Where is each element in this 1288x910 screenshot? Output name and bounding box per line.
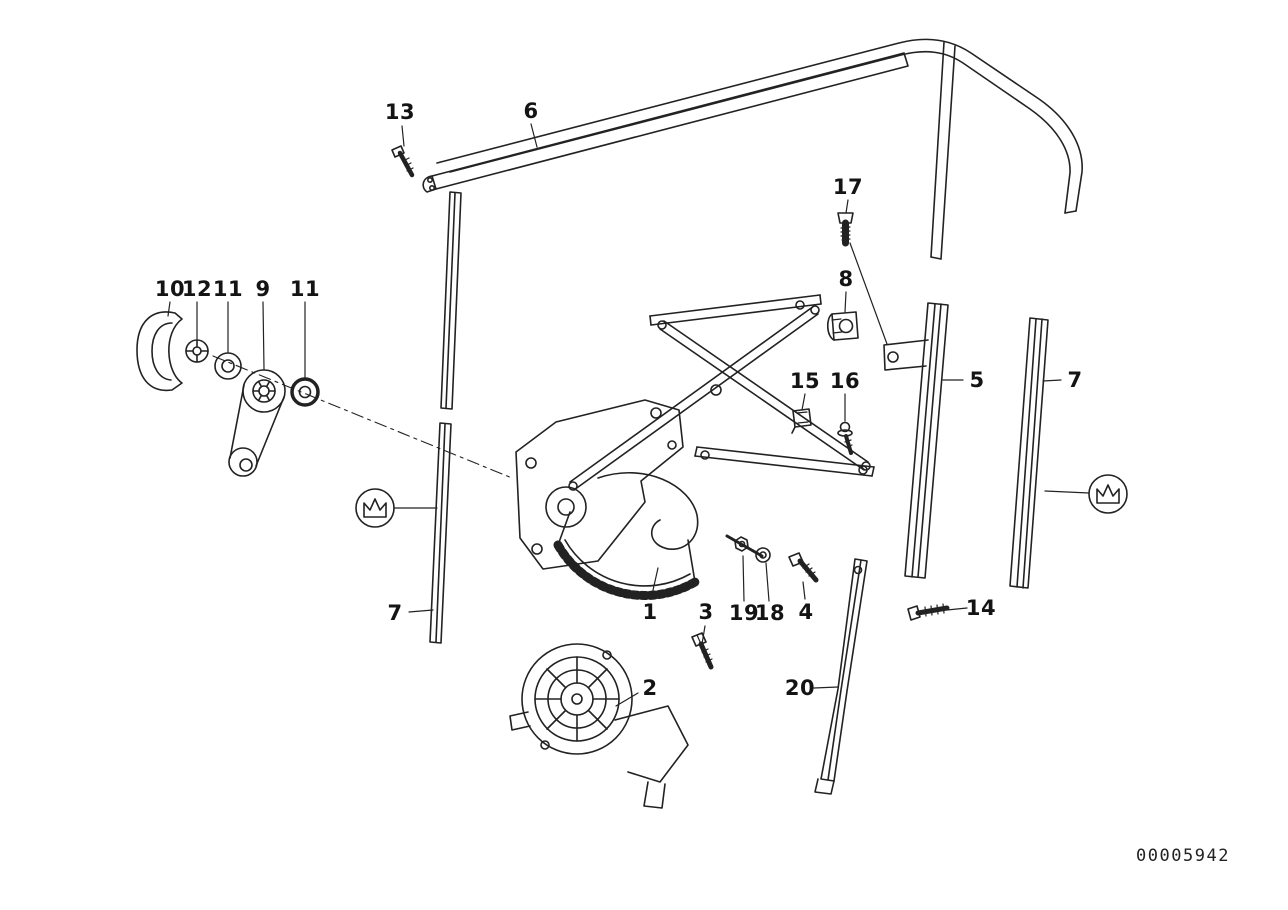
part-label-6: 6 xyxy=(523,99,539,123)
sector-gear xyxy=(553,472,700,600)
part-label-2: 2 xyxy=(642,676,658,700)
bolt-4 xyxy=(788,552,819,583)
window-regulator-mechanism xyxy=(515,294,875,570)
part-label-11-b: 11 xyxy=(289,277,321,301)
screw-17 xyxy=(837,212,854,247)
part-label-11-a: 11 xyxy=(212,277,244,301)
part-label-18: 18 xyxy=(754,601,786,625)
part-label-16: 16 xyxy=(829,369,861,393)
bracket-rail-20 xyxy=(814,558,868,795)
guide-channel-5 xyxy=(883,302,949,579)
part-label-17: 17 xyxy=(832,175,864,199)
glass-channel-left-upper xyxy=(440,191,462,410)
part-label-10: 10 xyxy=(154,277,186,301)
clip-nut-8 xyxy=(826,311,859,341)
stud-with-nut-19-washer-18 xyxy=(725,534,771,563)
part-label-20: 20 xyxy=(784,676,816,700)
part-label-8: 8 xyxy=(838,267,854,291)
drawing-number: 00005942 xyxy=(1136,846,1230,866)
part-label-14: 14 xyxy=(965,596,997,620)
screw-13 xyxy=(391,145,415,178)
screw-16 xyxy=(837,421,853,455)
crank-handle xyxy=(228,369,286,477)
part-label-15: 15 xyxy=(789,369,821,393)
part-label-5: 5 xyxy=(969,368,985,392)
part-label-13: 13 xyxy=(384,100,416,124)
clip-15 xyxy=(791,408,812,434)
bolt-14 xyxy=(907,603,950,621)
brand-crown-logo-right-icon xyxy=(1088,474,1128,514)
part-label-4: 4 xyxy=(798,600,814,624)
leader-lines xyxy=(167,123,1090,707)
washer-11-a xyxy=(214,352,242,380)
splined-washer-12 xyxy=(185,339,209,363)
window-motor xyxy=(509,643,689,809)
glass-channel-left-lower xyxy=(429,422,452,644)
assembly-centerline xyxy=(212,355,513,479)
part-label-3: 3 xyxy=(698,600,714,624)
part-label-7-right: 7 xyxy=(1067,368,1083,392)
window-frame xyxy=(436,38,1083,260)
escutcheon xyxy=(136,311,183,392)
part-label-19: 19 xyxy=(728,601,760,625)
part-label-12: 12 xyxy=(181,277,213,301)
window-guide-rail-6 xyxy=(422,52,909,193)
part-label-9: 9 xyxy=(255,277,271,301)
brand-crown-logo-left-icon xyxy=(355,488,395,528)
part-label-1: 1 xyxy=(642,600,658,624)
glass-channel-right xyxy=(1009,317,1049,589)
bolt-3 xyxy=(691,632,714,670)
part-label-7-left: 7 xyxy=(387,601,403,625)
spacer-11-b xyxy=(290,377,320,407)
